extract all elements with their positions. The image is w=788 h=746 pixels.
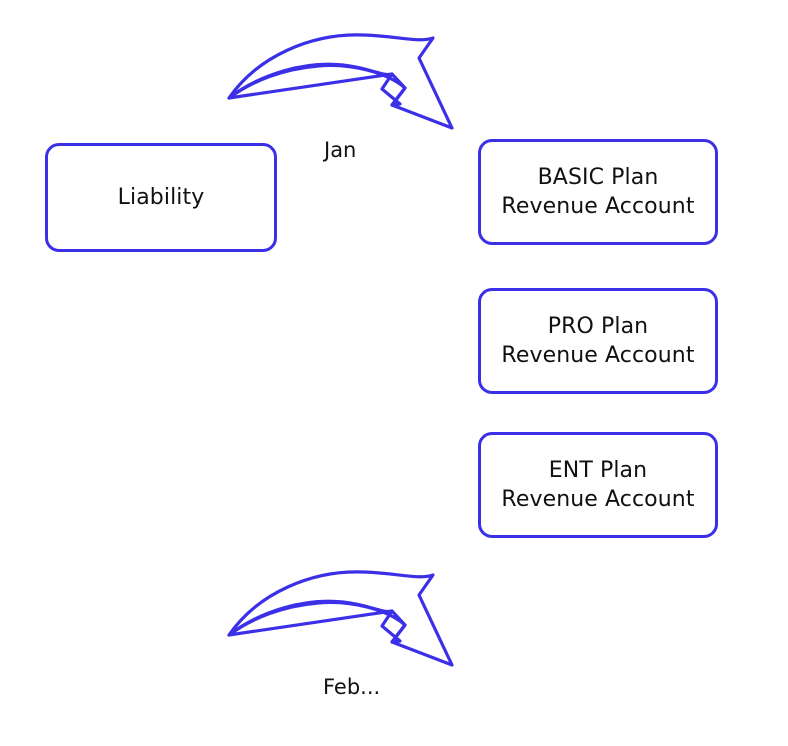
edge-label-feb: Feb... (323, 675, 381, 699)
node-ent-plan-revenue-account[interactable]: ENT Plan Revenue Account (478, 432, 718, 538)
arrow-jan-outer-curve (227, 33, 454, 130)
node-pro-plan-revenue-account[interactable]: PRO Plan Revenue Account (478, 288, 718, 394)
arrow-jan-inner-curve (227, 62, 407, 107)
node-basic-plan-revenue-account[interactable]: BASIC Plan Revenue Account (478, 139, 718, 245)
arrow-feb-inner-curve (227, 599, 407, 644)
arrow-feb-outer-curve (227, 570, 454, 667)
edge-label-jan: Jan (324, 138, 357, 162)
node-liability[interactable]: Liability (45, 143, 277, 252)
